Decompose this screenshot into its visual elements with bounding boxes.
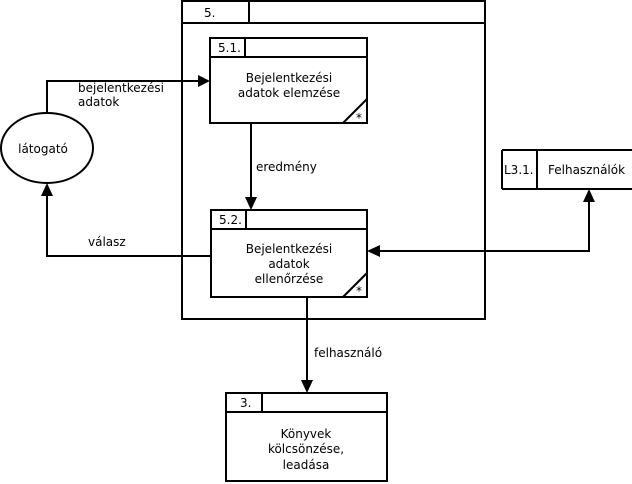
process-5-2-label-line-1: Bejelentkezési: [246, 242, 333, 256]
process-5-2-box: [210, 209, 368, 298]
flow-user-arrowhead: [301, 380, 313, 393]
process-3: 3. Könyvek kölcsönzése, leadása: [225, 392, 388, 482]
process-5-2: 5.2. Bejelentkezési adatok ellenőrzése *: [210, 209, 368, 298]
flow-login-data-label-2: adatok: [78, 95, 119, 109]
flow-user: felhasználó: [301, 297, 382, 393]
flow-result-arrowhead: [245, 197, 257, 210]
external-entity-latogato: látogató: [0, 112, 94, 184]
flow-answer-arrowhead: [41, 183, 53, 196]
process-5-id: 5.: [204, 6, 215, 20]
process-5-2-id: 5.2.: [219, 213, 242, 227]
datastore-l3-1: L3.1. Felhasználók: [501, 149, 632, 190]
flow-login-data-label-1: bejelentkezési: [78, 81, 164, 95]
process-5-1-label-line-1: Bejelentkezési: [246, 71, 333, 85]
process-5-1-id: 5.1.: [218, 41, 241, 55]
process-5-1-box: [209, 37, 368, 124]
entity-label: látogató: [18, 142, 68, 156]
flow-result: eredmény: [245, 123, 317, 210]
flow-datastore-line: [378, 200, 590, 252]
process-5-1-marker: *: [356, 111, 362, 125]
process-5-1-corner-slash: [342, 98, 368, 124]
process-3-id: 3.: [240, 396, 251, 410]
process-5-2-marker: *: [356, 284, 362, 298]
process-3-box: [225, 392, 388, 482]
process-5-2-corner-slash: [342, 272, 368, 298]
flow-answer-label: válasz: [88, 235, 126, 249]
flow-login-data-line: [46, 80, 200, 113]
flow-datastore-arrowhead-up: [583, 189, 595, 202]
datastore-id: L3.1.: [504, 163, 534, 177]
flow-datastore-bidirectional: [367, 189, 595, 257]
flow-answer-line: [46, 195, 211, 257]
process-3-label-line-2: kölcsönzése,: [268, 442, 344, 456]
flow-login-data-arrowhead: [198, 75, 210, 87]
flow-answer: válasz: [41, 183, 211, 257]
flow-datastore-arrowhead-left: [367, 245, 380, 257]
process-5-2-label-line-3: ellenőrzése: [255, 272, 324, 286]
flow-result-label: eredmény: [256, 160, 317, 174]
process-5-1-label-line-2: adatok elemzése: [238, 86, 340, 100]
process-5-2-label-line-2: adatok: [268, 257, 309, 271]
process-3-label-line-3: leadása: [283, 458, 330, 472]
process-5-1: 5.1. Bejelentkezési adatok elemzése *: [209, 37, 368, 125]
datastore-label: Felhasználók: [548, 163, 625, 177]
process-3-label-line-1: Könyvek: [281, 427, 332, 441]
flow-user-label: felhasználó: [314, 346, 382, 360]
flow-login-data: bejelentkezési adatok: [46, 75, 210, 113]
